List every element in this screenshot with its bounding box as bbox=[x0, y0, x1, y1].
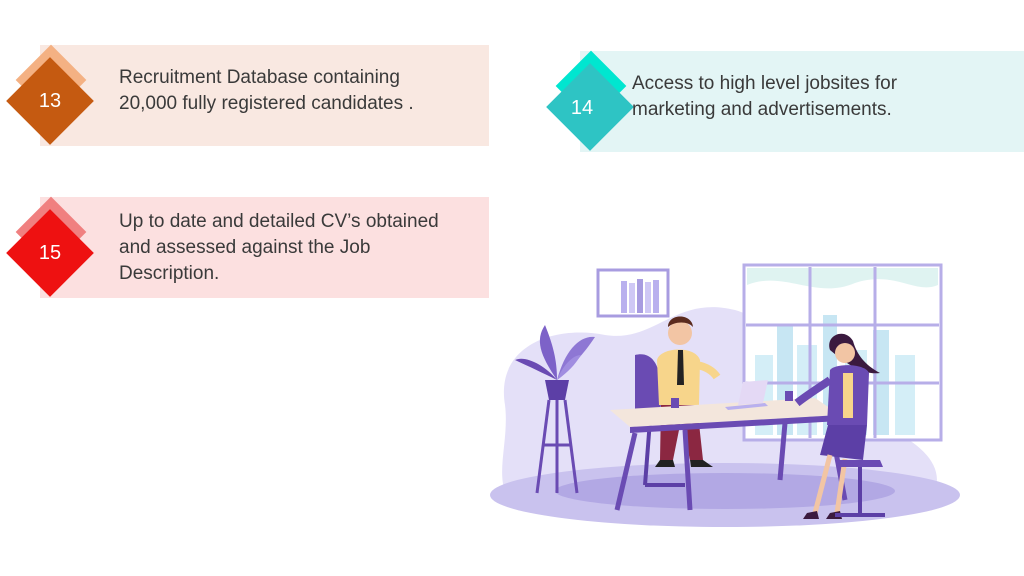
bookshelf-icon bbox=[596, 268, 670, 318]
card-number: 13 bbox=[38, 89, 62, 112]
card-text: Up to date and detailed CV’s obtained an… bbox=[119, 209, 439, 287]
card-band bbox=[40, 197, 489, 298]
card-text: Recruitment Database containing 20,000 f… bbox=[119, 65, 414, 117]
chair-icon bbox=[635, 354, 662, 420]
laptop-icon bbox=[725, 380, 768, 410]
card-band bbox=[580, 51, 1024, 152]
card-text-line: Access to high level jobsites for bbox=[632, 73, 898, 94]
card-text-line: 20,000 fully registered candidates . bbox=[119, 93, 414, 114]
card-text-line: Recruitment Database containing bbox=[119, 67, 400, 88]
card-text-line: marketing and advertisements. bbox=[632, 99, 892, 120]
feature-card-14: 14 Access to high level jobsites for mar… bbox=[540, 50, 1024, 152]
cup-icon bbox=[785, 391, 793, 401]
card-text-line: Up to date and detailed CV’s obtained bbox=[119, 211, 439, 232]
office-interview-illustration bbox=[490, 263, 960, 527]
card-text: Access to high level jobsites for market… bbox=[632, 71, 897, 123]
card-text-line: and assessed against the Job bbox=[119, 237, 371, 258]
card-number: 15 bbox=[38, 241, 62, 264]
woman-figure-icon bbox=[794, 333, 880, 519]
cup-icon bbox=[671, 398, 679, 408]
card-band bbox=[40, 45, 489, 146]
feature-card-13: 13 Recruitment Database containing 20,00… bbox=[0, 44, 489, 146]
card-number: 14 bbox=[570, 96, 594, 119]
card-text-line: Description. bbox=[119, 263, 220, 284]
feature-card-15: 15 Up to date and detailed CV’s obtained… bbox=[0, 196, 489, 298]
plant-icon bbox=[515, 325, 595, 494]
